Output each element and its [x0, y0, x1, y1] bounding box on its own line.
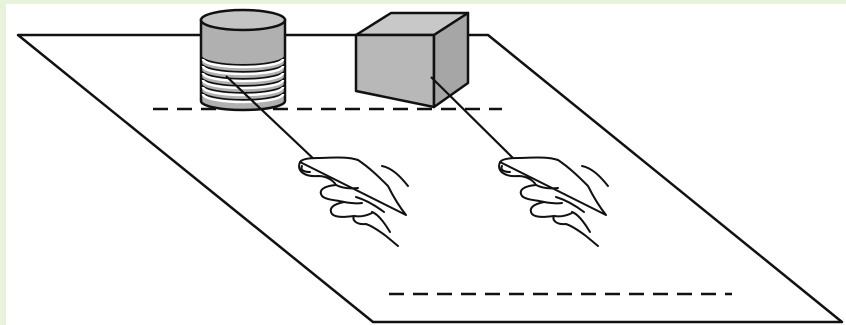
right-string	[430, 76, 519, 164]
box	[354, 11, 470, 109]
left-string	[225, 75, 319, 164]
right-hand-pulling-string	[498, 156, 609, 247]
ribbed-can	[199, 8, 287, 112]
left-hand-pulling-string	[298, 156, 409, 247]
